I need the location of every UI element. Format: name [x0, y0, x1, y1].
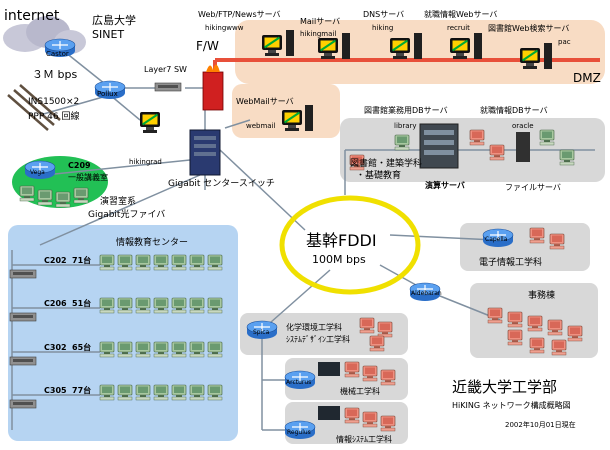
layer7-switch-icon [154, 82, 182, 92]
dns-server: DNSサーバ hiking [363, 10, 422, 60]
room-c206-count: 51台 [72, 298, 91, 308]
firewall-icon [202, 64, 224, 111]
center-title: 情報教育センター [116, 236, 188, 248]
library-db-host: library [394, 122, 417, 130]
arcturus-label: Arcturus [286, 379, 311, 386]
network-links [11, 47, 595, 431]
file-server-label: ファイルサーバ [505, 183, 561, 192]
room-c202-label: C202 [44, 256, 67, 265]
room-c302-count: 65台 [72, 342, 91, 352]
web-server: Web/FTP/Newsサーバ hikingwww [198, 10, 294, 57]
fw-label: F/W [196, 39, 219, 53]
pollux-label: Pollux [97, 90, 118, 98]
gigabit-switch-label: Gigabit センタースイッチ [168, 178, 275, 189]
room-c305-label: C305 [44, 386, 67, 395]
webmail-server: WebMailサーバ webmail [236, 97, 313, 132]
sinet-line1: 広島大学 [92, 13, 136, 27]
library-search-server-title: 図書館Web検索サーバ [488, 23, 569, 33]
edu-section-line1: 図書館・建築学科 [350, 157, 422, 169]
spica-label: Spica [253, 329, 270, 336]
fiber-line2: Gigabit光ファイバ [88, 208, 165, 220]
library-db-server: library [394, 122, 459, 169]
dmz-label: DMZ [573, 71, 601, 85]
fiber-line1: 演習室系 [100, 195, 136, 207]
regulus-label: Regulus [287, 429, 311, 436]
job-db-server: oracle [512, 122, 534, 162]
footer-date: 2002年10月01日現在 [505, 420, 576, 429]
center-room-c206: C206 51台 [9, 298, 91, 322]
c209-room-label: C209 [68, 161, 91, 170]
center-room-c202: C202 71台 [9, 255, 91, 279]
library-db-title: 図書館業務用DBサーバ [364, 105, 448, 115]
recruit-server-host: recruit [447, 24, 470, 32]
internet-label: internet [4, 8, 60, 24]
regulus-dept: 情報ｼｽﾃﾑ工学科 [336, 434, 392, 444]
recruit-server-title: 就職情報Webサーバ [424, 9, 497, 19]
aldebaran-label: Aldebaran [411, 290, 442, 297]
center-room-links [12, 264, 100, 396]
footer-subtitle: HiKING ネットワーク構成概略図 [452, 400, 571, 410]
sinet-speed: ３Ｍ bps [32, 68, 77, 81]
library-search-server-host: pac [558, 38, 571, 46]
capella-dept: 電子情報工学科 [479, 256, 542, 268]
spica-dept1: 化学環境工学科 [286, 322, 342, 332]
capella-label: Capella [485, 236, 508, 243]
arcturus-dept: 機械工学科 [340, 386, 380, 396]
mail-server: Mailサーバ hikingmail [300, 17, 350, 60]
dns-server-host: hiking [372, 24, 393, 32]
fddi-speed: 100M bps [312, 253, 366, 266]
sinet-line2: SINET [92, 28, 124, 41]
mail-server-host: hikingmail [300, 30, 336, 38]
edu-section-line2: ・基礎教育 [356, 169, 401, 181]
isdn-antenna-icon [7, 84, 61, 131]
job-db-host: oracle [512, 122, 534, 130]
hikingrad-server: hikingrad [129, 111, 162, 166]
room-c206-label: C206 [44, 299, 67, 308]
mail-server-title: Mailサーバ [300, 17, 340, 26]
webmail-host: webmail [246, 122, 276, 130]
web-server-host: hikingwww [205, 24, 244, 32]
aldebaran-dept: 事務棟 [528, 289, 555, 301]
job-db-title: 就職情報DBサーバ [480, 105, 548, 115]
center-room-c302: C302 65台 [9, 342, 91, 366]
hikingrad-label: hikingrad [129, 158, 162, 166]
fddi-title: 基幹FDDI [306, 231, 377, 250]
gigabit-center-switch-icon [189, 129, 221, 176]
footer-university: 近畿大学工学部 [452, 378, 557, 396]
library-search-server: 図書館Web検索サーバ pac [488, 23, 571, 70]
isdn-line2: PPP 46 回線 [28, 110, 79, 122]
center-room-c305: C305 77台 [9, 385, 91, 409]
castor-label: Castor [46, 50, 69, 58]
fddi-ring [279, 195, 421, 295]
webmail-title: WebMailサーバ [236, 97, 294, 106]
vega-label: Vega [30, 169, 45, 176]
compute-server-label: 演算サーバ [425, 180, 465, 190]
web-server-title: Web/FTP/Newsサーバ [198, 10, 281, 19]
room-c302-label: C302 [44, 343, 67, 352]
spica-dept2: ｼｽﾃﾑﾃﾞｻﾞｲﾝ工学科 [286, 334, 350, 344]
c209-desc-label: 一般講義室 [68, 172, 108, 182]
room-c305-count: 77台 [72, 385, 91, 395]
room-c202-count: 71台 [72, 255, 91, 265]
dns-server-title: DNSサーバ [363, 10, 404, 19]
recruit-server: 就職情報Webサーバ recruit [424, 9, 497, 60]
layer7-label: Layer7 SW [144, 65, 187, 74]
isdn-line1: INS1500×2 [28, 97, 79, 107]
